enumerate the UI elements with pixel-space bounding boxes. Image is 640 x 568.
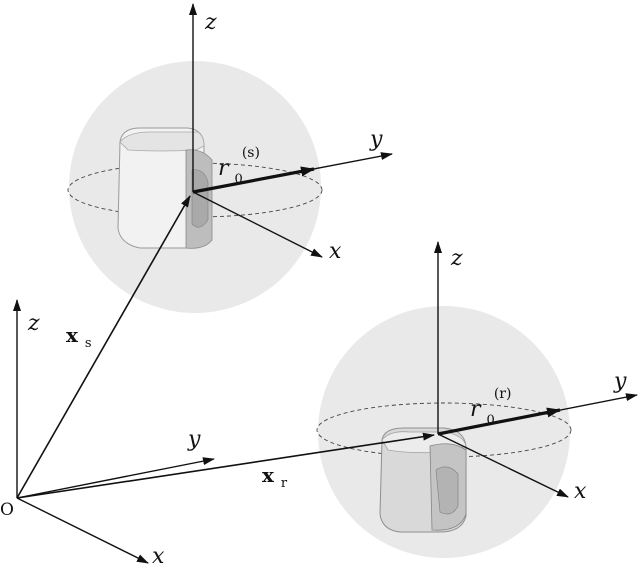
receiver-sphere-group: z x y r 0 (r): [316, 241, 638, 558]
receiver-radius-subscript: 0: [487, 413, 495, 428]
global-z-label: z: [27, 311, 40, 336]
global-x-axis: [16, 497, 149, 564]
receiver-z-label: z: [450, 246, 463, 271]
source-scatterer-body: [117, 127, 213, 249]
receiver-radius-superscript: (r): [494, 386, 512, 402]
vector-xr-subscript: r: [281, 476, 288, 491]
source-x-axis: [192, 191, 323, 258]
vector-xs-symbol: x: [66, 323, 79, 347]
source-sphere-group: z x y r 0 (s): [67, 3, 393, 313]
receiver-radius-label: r 0 (r): [470, 386, 511, 430]
source-radius-symbol: r: [218, 156, 230, 181]
source-radius-subscript: 0: [235, 172, 243, 187]
source-x-label: x: [329, 239, 342, 264]
origin-label: O: [0, 500, 14, 520]
vector-xr: [16, 432, 435, 499]
receiver-x-label: x: [574, 479, 587, 504]
vector-xr-label: x r: [262, 463, 288, 491]
receiver-x-axis: [437, 433, 569, 498]
source-radius-superscript: (s): [242, 145, 260, 161]
receiver-y-label: y: [613, 369, 627, 394]
global-y-label: y: [187, 427, 201, 452]
vector-xs-subscript: s: [85, 336, 92, 351]
source-z-label: z: [204, 10, 217, 35]
source-radius-label: r 0 (s): [218, 145, 260, 189]
global-y-axis: [16, 457, 215, 499]
receiver-radius-symbol: r: [470, 397, 482, 422]
vector-xs-label: x s: [66, 323, 92, 351]
vector-xr-symbol: x: [262, 463, 275, 487]
receiver-scatterer-body: [379, 427, 467, 533]
receiver-radius-arrow: [437, 407, 561, 436]
vector-xs: [16, 195, 191, 499]
global-x-label: x: [152, 544, 165, 568]
source-y-label: y: [369, 127, 383, 152]
source-radius-arrow: [192, 166, 315, 194]
global-frame: z x y O: [0, 299, 215, 568]
